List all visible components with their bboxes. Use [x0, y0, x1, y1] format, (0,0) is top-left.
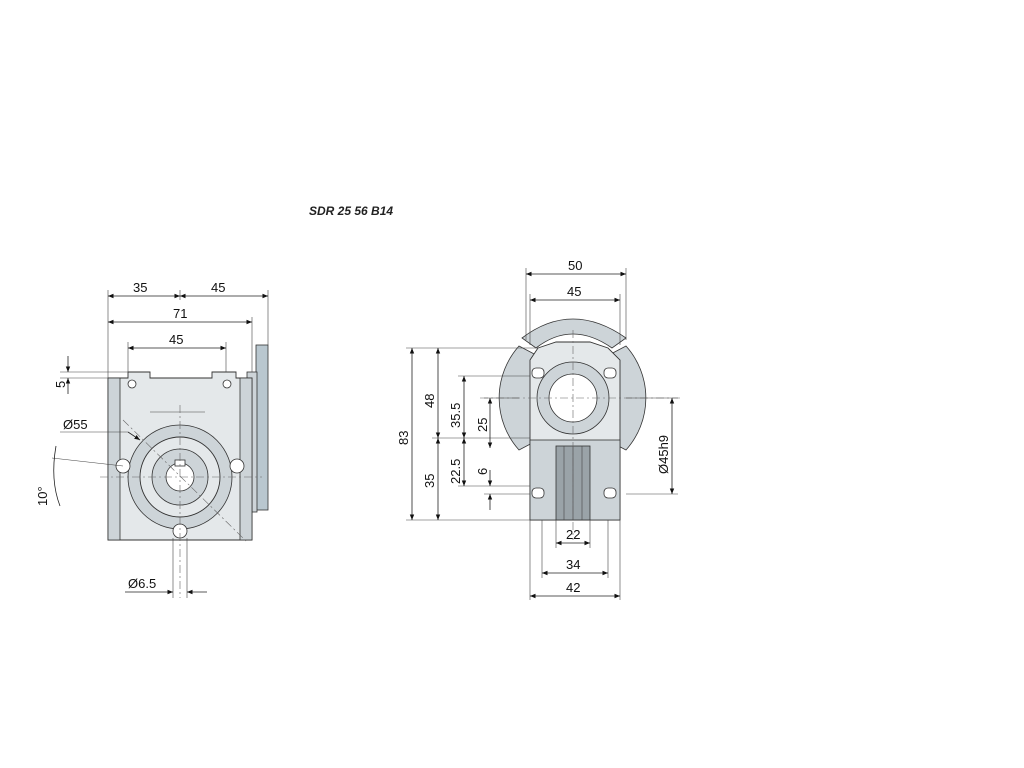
dim-45-top: 45: [211, 280, 225, 295]
centerline-diagonal: [122, 419, 247, 542]
dim-25: 25: [475, 418, 490, 432]
dim-45-inner: 45: [169, 332, 183, 347]
dim-71: 71: [173, 306, 187, 321]
bolt-hole-right: [229, 458, 245, 474]
dim-10deg: 10°: [35, 486, 50, 506]
dim-35-side: 35: [422, 474, 437, 488]
dim-83: 83: [396, 431, 411, 445]
top-hole-right: [222, 379, 232, 389]
dim-35: 35: [133, 280, 147, 295]
dim-22: 22: [566, 527, 580, 542]
housing-right-rib: [239, 377, 253, 541]
drawing-title: SDR 25 56 B14: [309, 204, 393, 218]
angle-ray: [51, 457, 124, 467]
side-view: 50 45 83 48 35 35.5 22.5 25 6: [396, 258, 680, 600]
angle-arc: [53, 445, 61, 507]
housing-left-rib: [107, 377, 121, 541]
front-view: 35 45 71 45 5 Ø55 10° Ø6.5: [35, 280, 269, 598]
dim-42: 42: [566, 580, 580, 595]
flange-top-arc: [521, 318, 627, 349]
arrow-phi55: [127, 431, 141, 441]
dim-50: 50: [568, 258, 582, 273]
dim-35-5: 35.5: [448, 403, 463, 428]
slot-top-right: [603, 367, 617, 379]
slot-bottom-right: [603, 487, 617, 499]
dim-22-5: 22.5: [448, 459, 463, 484]
dim-5: 5: [53, 381, 68, 388]
dim-phi55: Ø55: [63, 417, 88, 432]
dim-45: 45: [567, 284, 581, 299]
slot-bottom-left: [531, 487, 545, 499]
flange-plate: [255, 344, 269, 511]
dim-34: 34: [566, 557, 580, 572]
dim-6: 6: [475, 468, 490, 475]
dim-48: 48: [422, 394, 437, 408]
slot-top-left: [531, 367, 545, 379]
top-hole-left: [127, 379, 137, 389]
dim-phi45h9: Ø45h9: [656, 435, 671, 474]
dim-phi6-5: Ø6.5: [128, 576, 156, 591]
